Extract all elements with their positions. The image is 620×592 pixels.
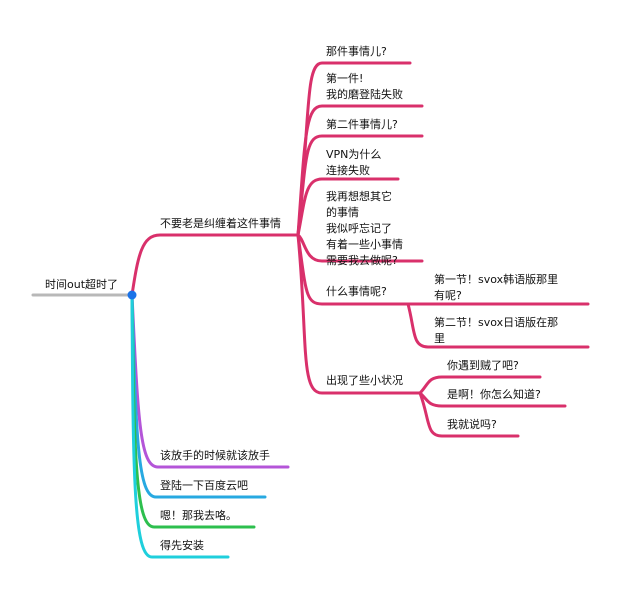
node-grandchild-7-1[interactable]: 你遇到贼了吧? — [447, 358, 519, 374]
node-label: 我似呼忘记了 — [326, 222, 392, 235]
node-label: VPN为什么 — [326, 148, 382, 161]
node-label: 嗯！那我去咯。 — [160, 509, 237, 522]
node-label: 第一节！svox韩语版那里 — [434, 273, 559, 286]
node-label: 不要老是纠缠着这件事情 — [160, 217, 281, 230]
node-label: 需要我去做呢? — [326, 254, 398, 267]
node-label: 登陆一下百度云吧 — [160, 479, 248, 492]
node-label: 第一件! — [326, 72, 364, 85]
node-bottom-3[interactable]: 嗯！那我去咯。 — [160, 508, 237, 524]
node-label: 有着一些小事情 — [326, 238, 403, 251]
node-label: 得先安装 — [160, 539, 204, 552]
node-bottom-1[interactable]: 该放手的时候就该放手 — [160, 448, 270, 464]
node-main-branch[interactable]: 不要老是纠缠着这件事情 — [160, 216, 281, 232]
node-label: 里 — [434, 332, 445, 345]
node-label: 什么事情呢? — [326, 285, 387, 298]
node-child-2[interactable]: 第一件! 我的磨登陆失败 — [326, 71, 403, 103]
node-label: 第二节！svox日语版在那 — [434, 316, 559, 329]
node-grandchild-6-2[interactable]: 第二节！svox日语版在那里 — [434, 315, 558, 347]
node-label: 第二件事情儿? — [326, 118, 398, 131]
node-label: 我就说吗? — [447, 418, 497, 431]
node-label: 你遇到贼了吧? — [447, 359, 519, 372]
node-bottom-4[interactable]: 得先安装 — [160, 538, 204, 554]
node-grandchild-7-3[interactable]: 我就说吗? — [447, 417, 497, 433]
root-hub-dot[interactable] — [127, 290, 137, 300]
pink-branch-lines — [130, 61, 590, 438]
node-child-4[interactable]: VPN为什么连接失败 — [326, 147, 381, 179]
node-child-5[interactable]: 我再想想其它 的事情 我似呼忘记了 有着一些小事情 需要我去做呢? — [326, 189, 403, 269]
node-grandchild-6-1[interactable]: 第一节！svox韩语版那里有呢? — [434, 272, 558, 304]
node-label: 该放手的时候就该放手 — [160, 449, 270, 462]
node-child-7[interactable]: 出现了些小状况 — [326, 373, 403, 389]
node-label: 有呢? — [434, 289, 462, 302]
node-child-3[interactable]: 第二件事情儿? — [326, 117, 398, 133]
node-label: 时间out超时了 — [45, 278, 119, 291]
branch-line-cyan — [130, 293, 230, 559]
node-label: 出现了些小状况 — [326, 374, 403, 387]
node-child-6[interactable]: 什么事情呢? — [326, 284, 387, 300]
node-label: 我再想想其它 — [326, 190, 392, 203]
root-node[interactable]: 时间out超时了 — [45, 277, 118, 293]
node-label: 是啊！你怎么知道? — [447, 388, 541, 401]
node-child-1[interactable]: 那件事情儿? — [326, 44, 387, 60]
node-grandchild-7-2[interactable]: 是啊！你怎么知道? — [447, 387, 541, 403]
node-label: 连接失败 — [326, 164, 370, 177]
node-bottom-2[interactable]: 登陆一下百度云吧 — [160, 478, 248, 494]
branch-line-purple — [130, 293, 290, 469]
node-label: 的事情 — [326, 206, 359, 219]
node-label: 那件事情儿? — [326, 45, 387, 58]
node-label: 我的磨登陆失败 — [326, 88, 403, 101]
